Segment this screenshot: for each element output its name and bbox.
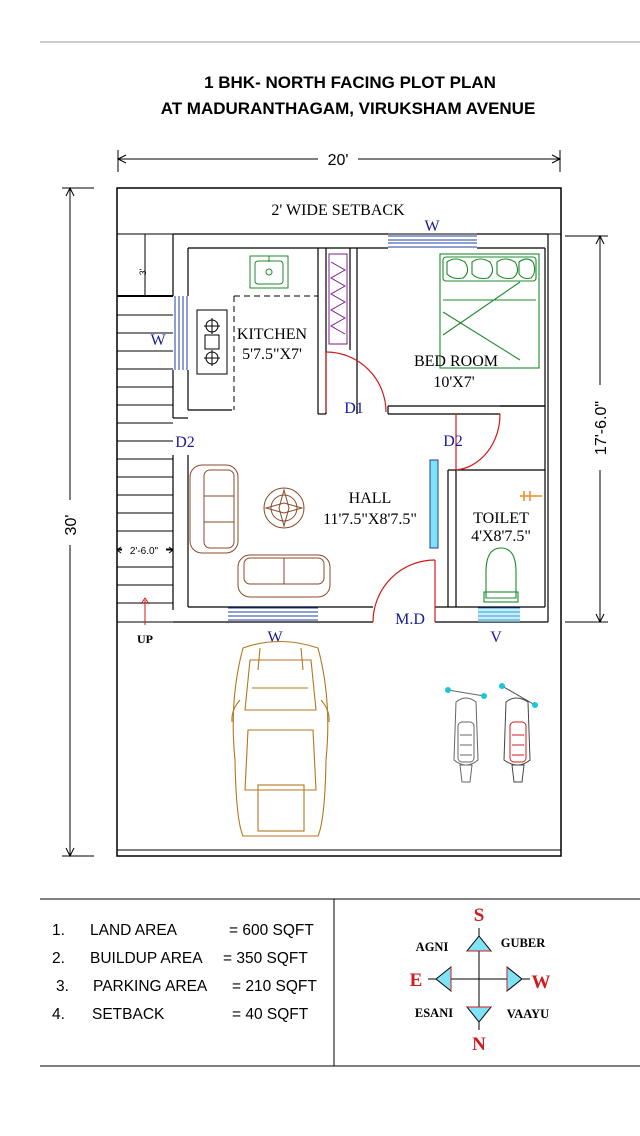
- sink-icon: [249, 255, 289, 289]
- depth-label: 30': [63, 515, 80, 536]
- toilet-label: TOILET: [473, 510, 529, 527]
- door-d2-right: [455, 413, 501, 471]
- house-depth-dimension: [565, 234, 608, 624]
- area-label: PARKING AREA: [93, 978, 208, 995]
- motorbike-grey-mirror-left: [445, 687, 451, 693]
- area-list: 1. LAND AREA = 600 SQFT 2. BUILDUP AREA …: [52, 922, 317, 1023]
- area-label: SETBACK: [92, 1006, 165, 1023]
- house-walls: [172, 233, 549, 623]
- area-value: = 600 SQFT: [229, 922, 314, 939]
- window-top: [388, 235, 477, 248]
- depth-dimension: [62, 186, 94, 858]
- compass-e: E: [410, 970, 423, 991]
- compass-s: S: [474, 905, 485, 926]
- tap-icon: [520, 491, 542, 501]
- compass-esani: ESANI: [415, 1006, 453, 1020]
- title-line-1: 1 BHK- NORTH FACING PLOT PLAN: [204, 73, 496, 92]
- area-label: LAND AREA: [90, 922, 178, 939]
- stove-icon: [196, 309, 228, 375]
- width-label: 20': [328, 152, 349, 169]
- stair-rise-label: 3': [138, 268, 148, 275]
- compass-agni: AGNI: [416, 940, 449, 954]
- wardrobe-icon: [328, 253, 348, 345]
- motorbike-red-mirror-left: [499, 683, 505, 689]
- sofa-bottom-icon: [237, 554, 331, 598]
- area-num: 2.: [52, 950, 65, 967]
- title-line-2: AT MADURANTHAGAM, VIRUKSHAM AVENUE: [161, 99, 536, 118]
- kitchen-label: KITCHEN: [237, 326, 308, 343]
- stair-width-bg: [122, 543, 166, 557]
- door-d2-left-label: D2: [175, 434, 195, 451]
- compass-guber: GUBER: [501, 936, 546, 950]
- motorbike-red-mirror-right: [532, 702, 538, 708]
- hall-size: 11'7.5"X8'7.5": [323, 511, 417, 528]
- sofa-left-icon: [189, 464, 239, 554]
- house-depth-label: 17'-6.0": [593, 401, 610, 455]
- ventilator-glass: [478, 608, 520, 622]
- staircase: [117, 233, 173, 623]
- window-top-label: W: [424, 218, 440, 235]
- compass-n: N: [472, 1034, 486, 1055]
- ventilator-label: V: [490, 629, 502, 646]
- door-d1: [325, 351, 387, 413]
- door-d1-label: D1: [344, 400, 364, 417]
- area-num: 4.: [52, 1006, 65, 1023]
- toilet-partition: [429, 459, 439, 549]
- center-table-icon: [263, 487, 305, 529]
- bedroom-size: 10'X7': [433, 374, 474, 391]
- compass-vaayu: VAAYU: [507, 1007, 549, 1021]
- plot-boundary: [116, 187, 562, 857]
- area-value: = 40 SQFT: [232, 1006, 309, 1023]
- area-label: BUILDUP AREA: [90, 950, 203, 967]
- main-door-label: M.D: [395, 611, 425, 628]
- motorbike-grey-icon: [447, 689, 485, 783]
- window-kitchen: [174, 296, 188, 370]
- compass-w: W: [532, 972, 551, 993]
- car-icon: [231, 641, 330, 837]
- toilet-size: 4'X8'7.5": [471, 528, 531, 545]
- area-num: 1.: [52, 922, 65, 939]
- motorbike-red-icon: [501, 685, 536, 783]
- window-hall-label: W: [267, 629, 283, 646]
- area-value: = 210 SQFT: [232, 978, 317, 995]
- window-kitchen-label: W: [150, 332, 166, 349]
- stair-width-label: 2'-6.0": [130, 546, 159, 557]
- toilet-seat-icon: [483, 547, 519, 603]
- main-door: [372, 559, 436, 623]
- window-hall: [228, 607, 318, 621]
- bedroom-label: BED ROOM: [414, 353, 498, 370]
- setback-label: 2' WIDE SETBACK: [271, 202, 405, 219]
- compass-rose-icon: [428, 928, 530, 1030]
- area-value: = 350 SQFT: [223, 950, 308, 967]
- area-num: 3.: [56, 978, 69, 995]
- kitchen-size: 5'7.5"X7': [242, 346, 302, 363]
- up-arrow-icon: [140, 597, 150, 625]
- kitchen-counter: [233, 295, 318, 410]
- door-d2-right-label: D2: [443, 433, 463, 450]
- up-label: UP: [137, 632, 153, 646]
- width-dimension: [116, 150, 562, 172]
- bed-icon: [439, 253, 540, 369]
- motorbike-grey-mirror-right: [481, 693, 487, 699]
- hall-label: HALL: [349, 490, 392, 507]
